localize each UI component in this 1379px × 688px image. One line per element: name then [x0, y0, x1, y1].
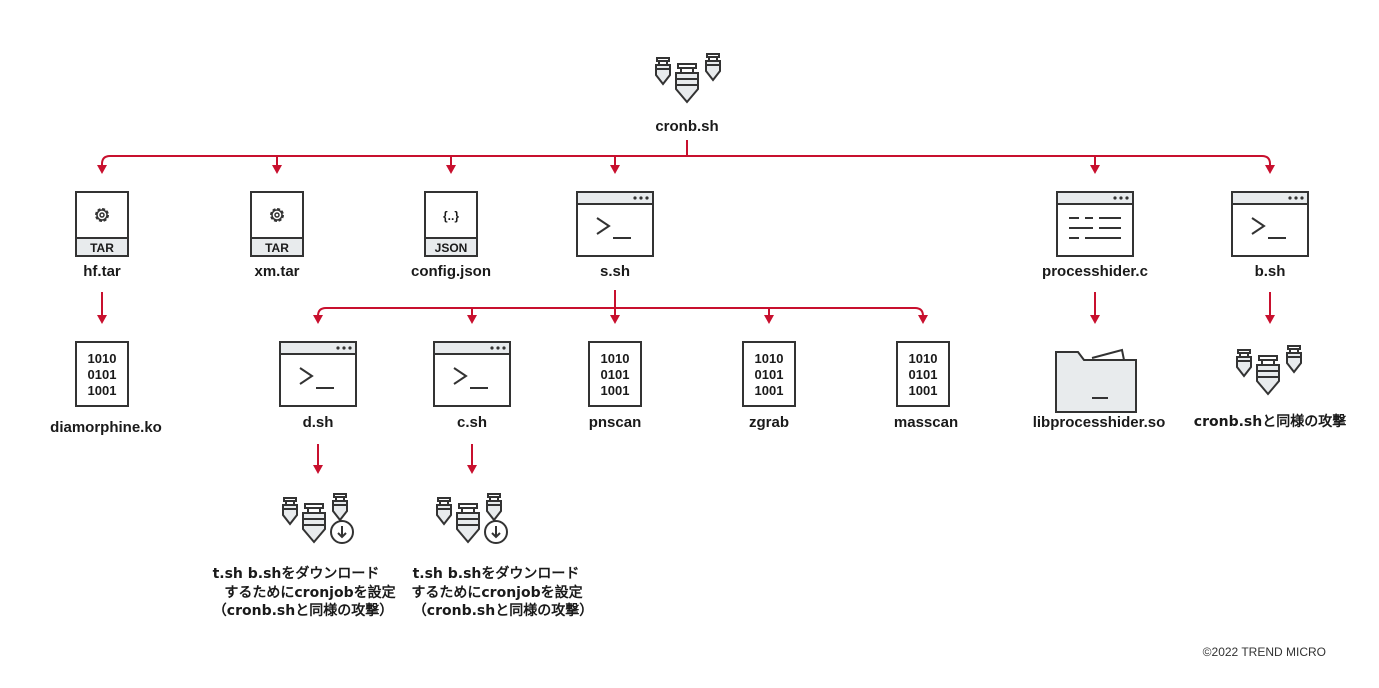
connector-arrowhead — [467, 315, 477, 324]
binary-line: 0101 — [909, 367, 938, 382]
binary-line: 1001 — [909, 383, 938, 398]
note-line: t.sh b.shをダウンロード — [413, 565, 580, 582]
binary-line: 0101 — [601, 367, 630, 382]
node-pnscan: 1010 0101 1001 pnscan — [588, 341, 642, 431]
node-c-sh-attack: t.sh b.shをダウンロード するためにcronjobを設定 （cronb.… — [411, 494, 593, 619]
node-label: libprocesshider.so — [1033, 414, 1166, 431]
node-label: processhider.c — [1042, 263, 1148, 280]
node-masscan: 1010 0101 1001 masscan — [894, 341, 958, 431]
connector-arrowhead — [1265, 165, 1275, 174]
binary-line: 0101 — [755, 367, 784, 382]
node-config-json: {..} JSON config.json — [411, 191, 491, 280]
terminal-icon — [1231, 191, 1309, 257]
json-glyph: {..} — [443, 209, 459, 223]
node-c-sh: c.sh — [433, 341, 511, 431]
node-label: config.json — [411, 263, 491, 280]
connector-arrowhead — [97, 165, 107, 174]
terminal-icon — [433, 341, 511, 407]
binary-line: 1001 — [88, 383, 117, 398]
note-line: するためにcronjobを設定 — [224, 584, 395, 601]
binary-line: 1001 — [601, 383, 630, 398]
terminal-icon — [279, 341, 357, 407]
folder-icon — [1055, 349, 1137, 413]
node-hf-tar: TAR hf.tar — [75, 191, 129, 280]
node-label: hf.tar — [83, 263, 121, 280]
node-label: s.sh — [600, 263, 630, 280]
connector-arrowhead — [1265, 315, 1275, 324]
copyright-text: ©2022 TREND MICRO — [1203, 645, 1326, 659]
connector-arrowhead — [1090, 315, 1100, 324]
bombs-download-icon — [437, 494, 507, 543]
node-s-sh: s.sh — [576, 191, 654, 280]
node-label: xm.tar — [254, 263, 299, 280]
bombs-download-icon — [283, 494, 353, 543]
bombs-icon — [656, 54, 720, 102]
connector-arrowhead — [446, 165, 456, 174]
terminal-icon — [576, 191, 654, 257]
node-d-sh: d.sh — [279, 341, 357, 431]
connector-arrowhead — [467, 465, 477, 474]
connector-arrowhead — [272, 165, 282, 174]
binary-line: 1010 — [755, 351, 784, 366]
connector-arrowhead — [610, 315, 620, 324]
node-processhider-c: processhider.c — [1042, 191, 1148, 280]
node-label: c.sh — [457, 414, 487, 431]
connector-bus — [317, 307, 924, 322]
node-label: masscan — [894, 414, 958, 431]
root-label: cronb.sh — [655, 118, 718, 135]
node-zgrab: 1010 0101 1001 zgrab — [742, 341, 796, 431]
file-type-tag: JSON — [435, 241, 468, 255]
root-node: cronb.sh — [655, 54, 720, 135]
node-libprocesshider-so: libprocesshider.so — [1033, 349, 1166, 431]
node-b-sh: b.sh — [1231, 191, 1309, 280]
connector-arrowhead — [610, 165, 620, 174]
connector-arrowhead — [918, 315, 928, 324]
connector-arrowhead — [313, 465, 323, 474]
note-line: （cronb.shと同様の攻撃） — [413, 602, 593, 619]
node-label: diamorphine.ko — [50, 419, 162, 436]
binary-line: 1010 — [909, 351, 938, 366]
connector-arrowhead — [97, 315, 107, 324]
node-d-sh-attack: t.sh b.shをダウンロード するためにcronjobを設定 （cronb.… — [213, 494, 396, 619]
connector-lines — [97, 140, 1275, 474]
node-label: b.sh — [1255, 263, 1286, 280]
node-label: pnscan — [589, 414, 642, 431]
file-type-tag: TAR — [265, 241, 289, 255]
connector-arrowhead — [764, 315, 774, 324]
note-line: するためにcronjobを設定 — [411, 584, 582, 601]
node-label: d.sh — [303, 414, 334, 431]
note-line: t.sh b.shをダウンロード — [213, 565, 380, 582]
connector-arrowhead — [313, 315, 323, 324]
node-b-sh-attack: cronb.shと同様の攻撃 — [1194, 346, 1346, 430]
bombs-icon — [1237, 346, 1301, 394]
node-xm-tar: TAR xm.tar — [250, 191, 304, 280]
connector-bus — [101, 155, 1271, 172]
binary-line: 1010 — [601, 351, 630, 366]
connector-arrowhead — [1090, 165, 1100, 174]
binary-line: 1001 — [755, 383, 784, 398]
node-label: cronb.shと同様の攻撃 — [1194, 413, 1346, 430]
note-line: （cronb.shと同様の攻撃） — [213, 602, 393, 619]
binary-line: 0101 — [88, 367, 117, 382]
node-diamorphine-ko: 1010 0101 1001 diamorphine.ko — [50, 341, 162, 436]
code-window-icon — [1056, 191, 1134, 257]
binary-line: 1010 — [88, 351, 117, 366]
file-type-tag: TAR — [90, 241, 114, 255]
node-label: zgrab — [749, 414, 789, 431]
